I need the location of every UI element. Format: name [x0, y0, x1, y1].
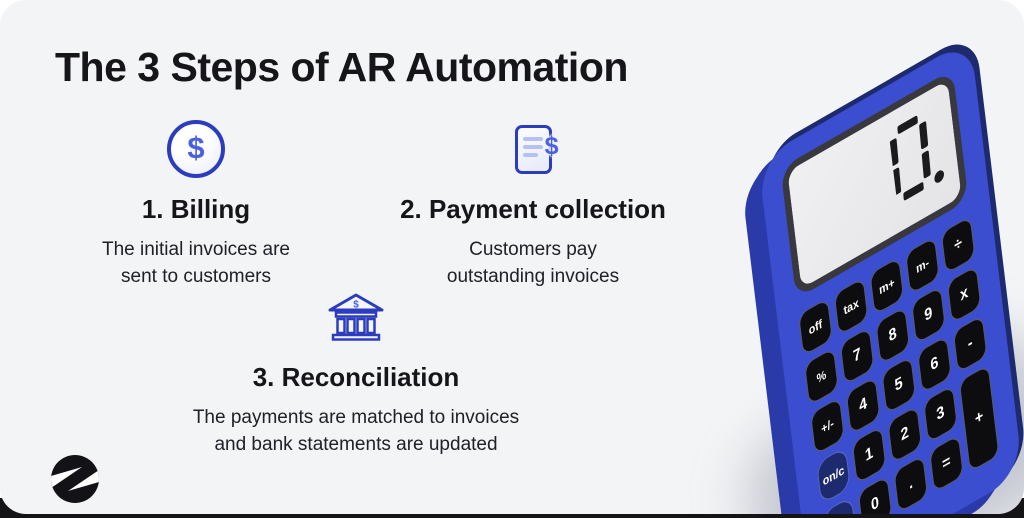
step-description: The payments are matched to invoices and…	[176, 404, 536, 458]
step-description-line: Customers pay	[469, 239, 597, 260]
calc-key: off	[798, 297, 833, 357]
calc-key: 4	[845, 376, 881, 435]
calc-key: 2	[887, 405, 923, 464]
invoice-line	[522, 152, 538, 157]
decimal-point	[934, 170, 945, 183]
step-heading: 2. Payment collection	[400, 194, 666, 224]
calculator-illustration: 0. off tax m+ m- ÷ % 7 8 9	[758, 38, 1024, 514]
invoice-dollar-icon: $	[514, 124, 559, 174]
seven-segment-digit	[889, 115, 945, 201]
calc-key: ÷	[940, 215, 976, 275]
step-description-line: The initial invoices are	[102, 239, 290, 260]
lightning-bolt-logo	[51, 455, 99, 503]
calc-key: 5	[881, 355, 917, 415]
step-description-line: and bank statements are updated	[214, 434, 498, 455]
dollar-glyph: $	[353, 300, 359, 311]
step-heading: 1. Billing	[141, 194, 251, 224]
dollar-glyph: $	[544, 131, 559, 160]
step-description: Customers pay outstanding invoices	[390, 236, 676, 290]
bank-column	[336, 317, 346, 335]
bank-icon: $	[328, 293, 384, 341]
page-title: The 3 Steps of AR Automation	[55, 44, 628, 90]
step-billing: $ 1. Billing The initial invoices are se…	[56, 118, 336, 290]
step-reconciliation: $ 3. Reconciliation The payments are mat…	[176, 286, 536, 458]
dollar-glyph: $	[187, 130, 205, 165]
calc-key: 3	[923, 384, 958, 444]
step-description-line: outstanding invoices	[446, 266, 620, 287]
calc-key: 0	[857, 475, 893, 514]
step-heading: 3. Reconciliation	[252, 362, 460, 392]
calc-key: 6	[917, 335, 952, 394]
step-icon-box: $	[390, 118, 676, 180]
calc-key: on/c	[816, 446, 851, 505]
calc-key: 1	[851, 425, 887, 485]
bank-column	[366, 317, 376, 335]
calc-key: m+	[869, 256, 905, 316]
display-value: 0.	[787, 171, 788, 172]
calc-key: -	[952, 314, 988, 374]
calc-key: %	[804, 347, 839, 406]
step-description-line: The payments are matched to invoices	[192, 407, 520, 428]
calculator-display: 0.	[780, 69, 969, 299]
calc-key: m-	[905, 236, 940, 295]
step-icon-box: $	[176, 286, 536, 348]
invoice-line	[522, 144, 543, 149]
bank-column	[356, 317, 366, 335]
bank-column	[346, 317, 356, 335]
calc-key: 9	[911, 285, 946, 345]
step-description: The initial invoices are sent to custome…	[56, 236, 336, 290]
calc-key: 7	[839, 326, 875, 386]
invoice-line	[522, 136, 543, 141]
step-description-line: sent to customers	[121, 266, 271, 287]
step-payment-collection: $ 2. Payment collection Customers pay ou…	[390, 118, 676, 290]
calc-key: .	[893, 454, 929, 514]
step-icon-box: $	[56, 118, 336, 180]
dollar-circle-icon: $	[167, 120, 225, 178]
calc-key: x	[946, 265, 982, 324]
calc-key: 8	[875, 306, 911, 365]
calc-key: tax	[833, 277, 869, 336]
calc-key: =	[929, 434, 964, 493]
calc-key: +/-	[810, 396, 845, 456]
calc-key: +	[958, 364, 1000, 473]
